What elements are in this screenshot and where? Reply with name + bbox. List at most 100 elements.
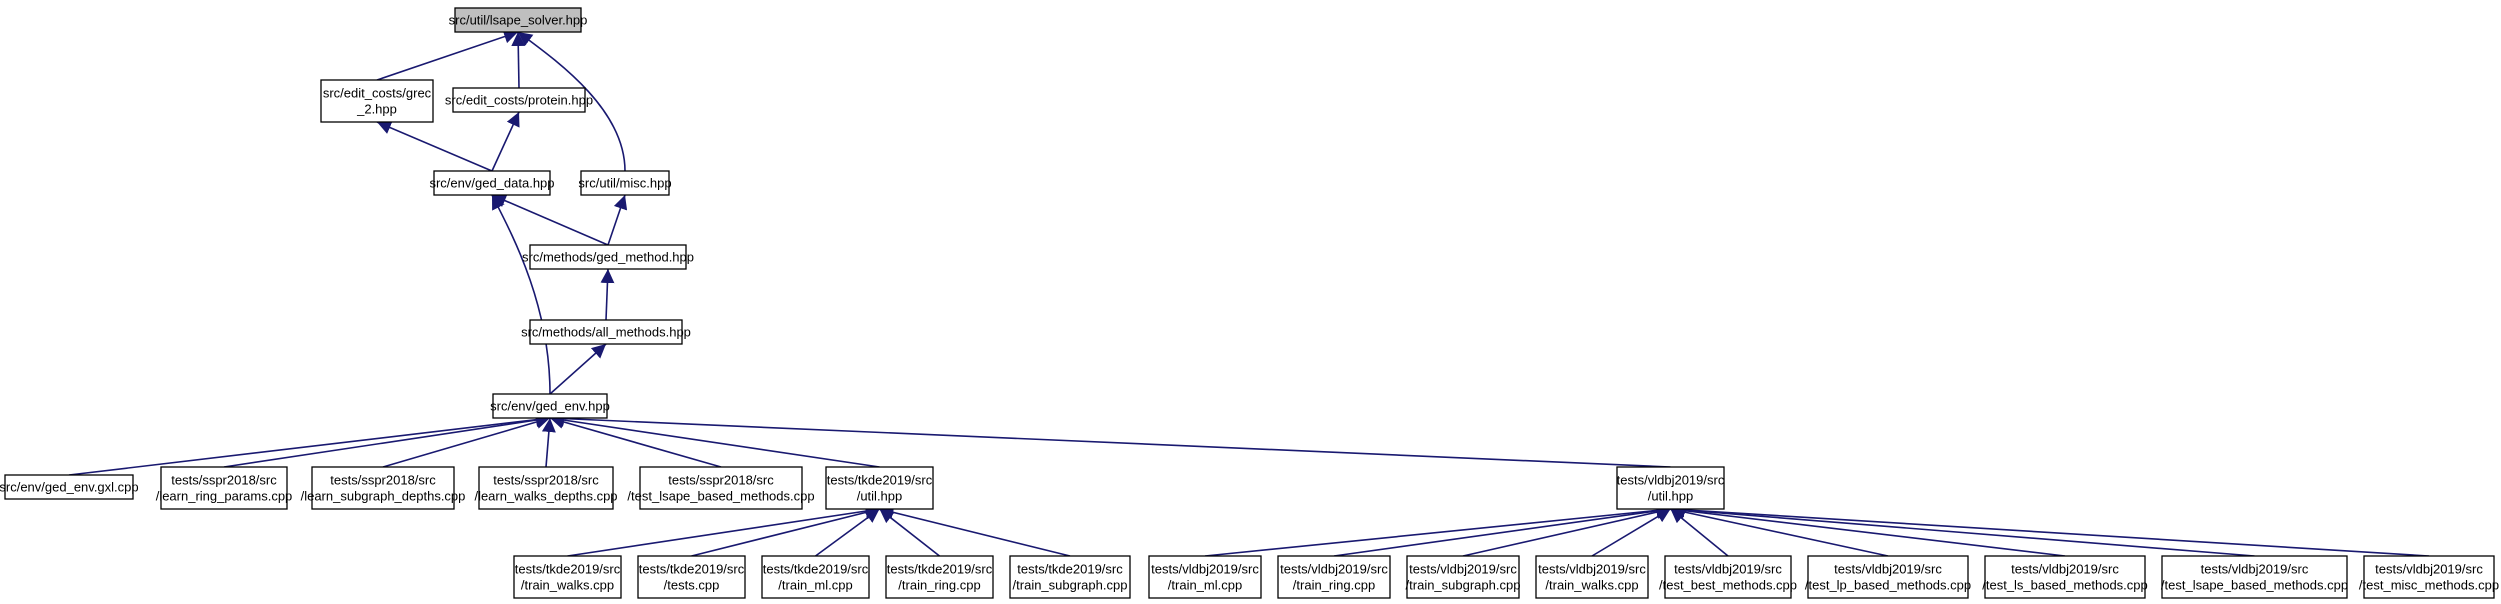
node-misc[interactable]: src/util/misc.hpp (578, 170, 672, 196)
node-box (639, 466, 803, 510)
node-protein[interactable]: src/edit_costs/protein.hpp (445, 87, 593, 113)
node-box (4, 474, 134, 500)
node-grec[interactable]: src/edit_costs/grec_2.hpp (320, 79, 434, 123)
node-label-line: tests/sspr2018/src (171, 472, 277, 487)
edge-vldbj-train-walks-to-vldbj-util (1591, 508, 1671, 557)
node-vldbj-test-lsape[interactable]: tests/vldbj2019/src/test_lsape_based_met… (2161, 555, 2348, 599)
edge-learn-walks-depths-to-ged-env (541, 417, 556, 468)
node-box (2363, 555, 2495, 599)
edge-grec-to-lsape-solver (376, 29, 519, 81)
node-box (454, 7, 582, 33)
node-ged-method[interactable]: src/methods/ged_method.hpp (522, 244, 694, 270)
edge-tkde-tests-to-tkde-util (691, 505, 880, 557)
node-learn-walks-depths[interactable]: tests/sspr2018/src/learn_walks_depths.cp… (474, 466, 618, 510)
node-vldbj-test-lp[interactable]: tests/vldbj2019/src/test_lp_based_method… (1805, 555, 1971, 599)
edge-ged-data-to-protein (491, 111, 520, 172)
node-learn-ring-params[interactable]: tests/sspr2018/src/learn_ring_params.cpp (156, 466, 293, 510)
node-tkde-train-subgraph[interactable]: tests/tkde2019/src/train_subgraph.cpp (1009, 555, 1131, 599)
node-label-line: tests/tkde2019/src (639, 561, 745, 576)
node-label-line: src/util/misc.hpp (578, 175, 671, 190)
edge-vldbj-train-ring-to-vldbj-util (1333, 504, 1671, 557)
node-label-line: /learn_ring_params.cpp (156, 488, 293, 503)
node-label-line: tests/tkde2019/src (1017, 561, 1123, 576)
node-box (478, 466, 614, 510)
node-ged-data[interactable]: src/env/ged_data.hpp (429, 170, 555, 196)
node-label-line: /test_misc_methods.cpp (2359, 577, 2499, 592)
edge-ged-data-to-grec (376, 121, 493, 172)
node-label-line: tests/sspr2018/src (668, 472, 774, 487)
node-box (1406, 555, 1520, 599)
node-tkde-util[interactable]: tests/tkde2019/src/util.hpp (825, 466, 934, 510)
node-tkde-tests[interactable]: tests/tkde2019/src/tests.cpp (637, 555, 746, 599)
node-box (529, 319, 683, 345)
edge-vldbj-test-lsape-to-vldbj-util (1670, 503, 2255, 557)
edge-learn-ring-params-to-ged-env (223, 413, 551, 468)
node-learn-subgraph-depths[interactable]: tests/sspr2018/src/learn_subgraph_depths… (301, 466, 466, 510)
node-box (311, 466, 455, 510)
node-box (1277, 555, 1391, 599)
node-label-line: src/env/ged_env.hpp (490, 398, 610, 413)
node-box (513, 555, 622, 599)
node-box (2161, 555, 2348, 599)
node-all-methods[interactable]: src/methods/all_methods.hpp (521, 319, 691, 345)
node-box (452, 87, 586, 113)
node-box (1009, 555, 1131, 599)
node-vldbj-test-best[interactable]: tests/vldbj2019/src/test_best_methods.cp… (1659, 555, 1797, 599)
node-label-line: src/methods/all_methods.hpp (521, 324, 691, 339)
node-box (1807, 555, 1969, 599)
node-label-line: /train_walks.cpp (521, 577, 614, 592)
node-tkde-train-ring[interactable]: tests/tkde2019/src/train_ring.cpp (885, 555, 994, 599)
node-box (320, 79, 434, 123)
node-vldbj-test-misc[interactable]: tests/vldbj2019/src/test_misc_methods.cp… (2359, 555, 2499, 599)
node-label-line: tests/tkde2019/src (763, 561, 869, 576)
edge-ged-method-to-misc (607, 194, 628, 246)
node-box (637, 555, 746, 599)
node-box (1984, 555, 2146, 599)
node-lsape-solver[interactable]: src/util/lsape_solver.hpp (449, 7, 588, 33)
node-vldbj-train-walks[interactable]: tests/vldbj2019/src/train_walks.cpp (1535, 555, 1649, 599)
node-vldbj-train-subgraph[interactable]: tests/vldbj2019/src/train_subgraph.cpp (1406, 555, 1521, 599)
node-label-line: /train_subgraph.cpp (1406, 577, 1521, 592)
node-vldbj-train-ml[interactable]: tests/vldbj2019/src/train_ml.cpp (1148, 555, 1262, 599)
edge-test-lsape-sspr-to-ged-env (549, 415, 722, 468)
node-label-line: /test_ls_based_methods.cpp (1982, 577, 2148, 592)
node-label-line: tests/vldbj2019/src (1151, 561, 1259, 576)
node-label-line: /train_subgraph.cpp (1013, 577, 1128, 592)
node-box (1616, 466, 1725, 510)
edge-vldbj-train-subgraph-to-vldbj-util (1462, 505, 1671, 557)
node-vldbj-test-ls[interactable]: tests/vldbj2019/src/test_ls_based_method… (1982, 555, 2148, 599)
node-label-line: tests/vldbj2019/src (1674, 561, 1782, 576)
node-label-line: /train_ring.cpp (1293, 577, 1375, 592)
node-label-line: /test_lp_based_methods.cpp (1805, 577, 1971, 592)
node-label-line: /learn_subgraph_depths.cpp (301, 488, 466, 503)
node-box (433, 170, 551, 196)
node-label-line: tests/sspr2018/src (330, 472, 436, 487)
node-label-line: /train_ml.cpp (778, 577, 852, 592)
node-box (492, 393, 608, 419)
node-label-line: /train_ml.cpp (1168, 577, 1242, 592)
node-label-line: src/env/ged_env.gxl.cpp (0, 479, 139, 494)
node-label-line: /train_walks.cpp (1545, 577, 1638, 592)
node-label-line: src/env/ged_data.hpp (429, 175, 554, 190)
edge-vldbj-test-misc-to-vldbj-util (1670, 502, 2430, 557)
edge-tkde-train-ml-to-tkde-util (815, 508, 880, 557)
node-box (529, 244, 687, 270)
node-box (1535, 555, 1649, 599)
node-label-line: tests/vldbj2019/src (1538, 561, 1646, 576)
node-box (761, 555, 870, 599)
node-vldbj-util[interactable]: tests/vldbj2019/src/util.hpp (1616, 466, 1725, 510)
edge-tkde-util-to-ged-env (549, 413, 880, 468)
edges-layer (68, 29, 2430, 557)
node-label-line: tests/vldbj2019/src (2011, 561, 2119, 576)
node-label-line: tests/tkde2019/src (887, 561, 993, 576)
node-ged-env-gxl[interactable]: src/env/ged_env.gxl.cpp (0, 474, 139, 500)
node-ged-env[interactable]: src/env/ged_env.hpp (490, 393, 610, 419)
node-label-line: tests/vldbj2019/src (2375, 561, 2483, 576)
node-test-lsape-sspr[interactable]: tests/sspr2018/src/test_lsape_based_meth… (627, 466, 815, 510)
node-tkde-train-walks[interactable]: tests/tkde2019/src/train_walks.cpp (513, 555, 622, 599)
edge-vldbj-test-best-to-vldbj-util (1669, 508, 1729, 557)
node-vldbj-train-ring[interactable]: tests/vldbj2019/src/train_ring.cpp (1277, 555, 1391, 599)
edge-vldbj-util-to-ged-env (549, 411, 1671, 468)
node-tkde-train-ml[interactable]: tests/tkde2019/src/train_ml.cpp (761, 555, 870, 599)
